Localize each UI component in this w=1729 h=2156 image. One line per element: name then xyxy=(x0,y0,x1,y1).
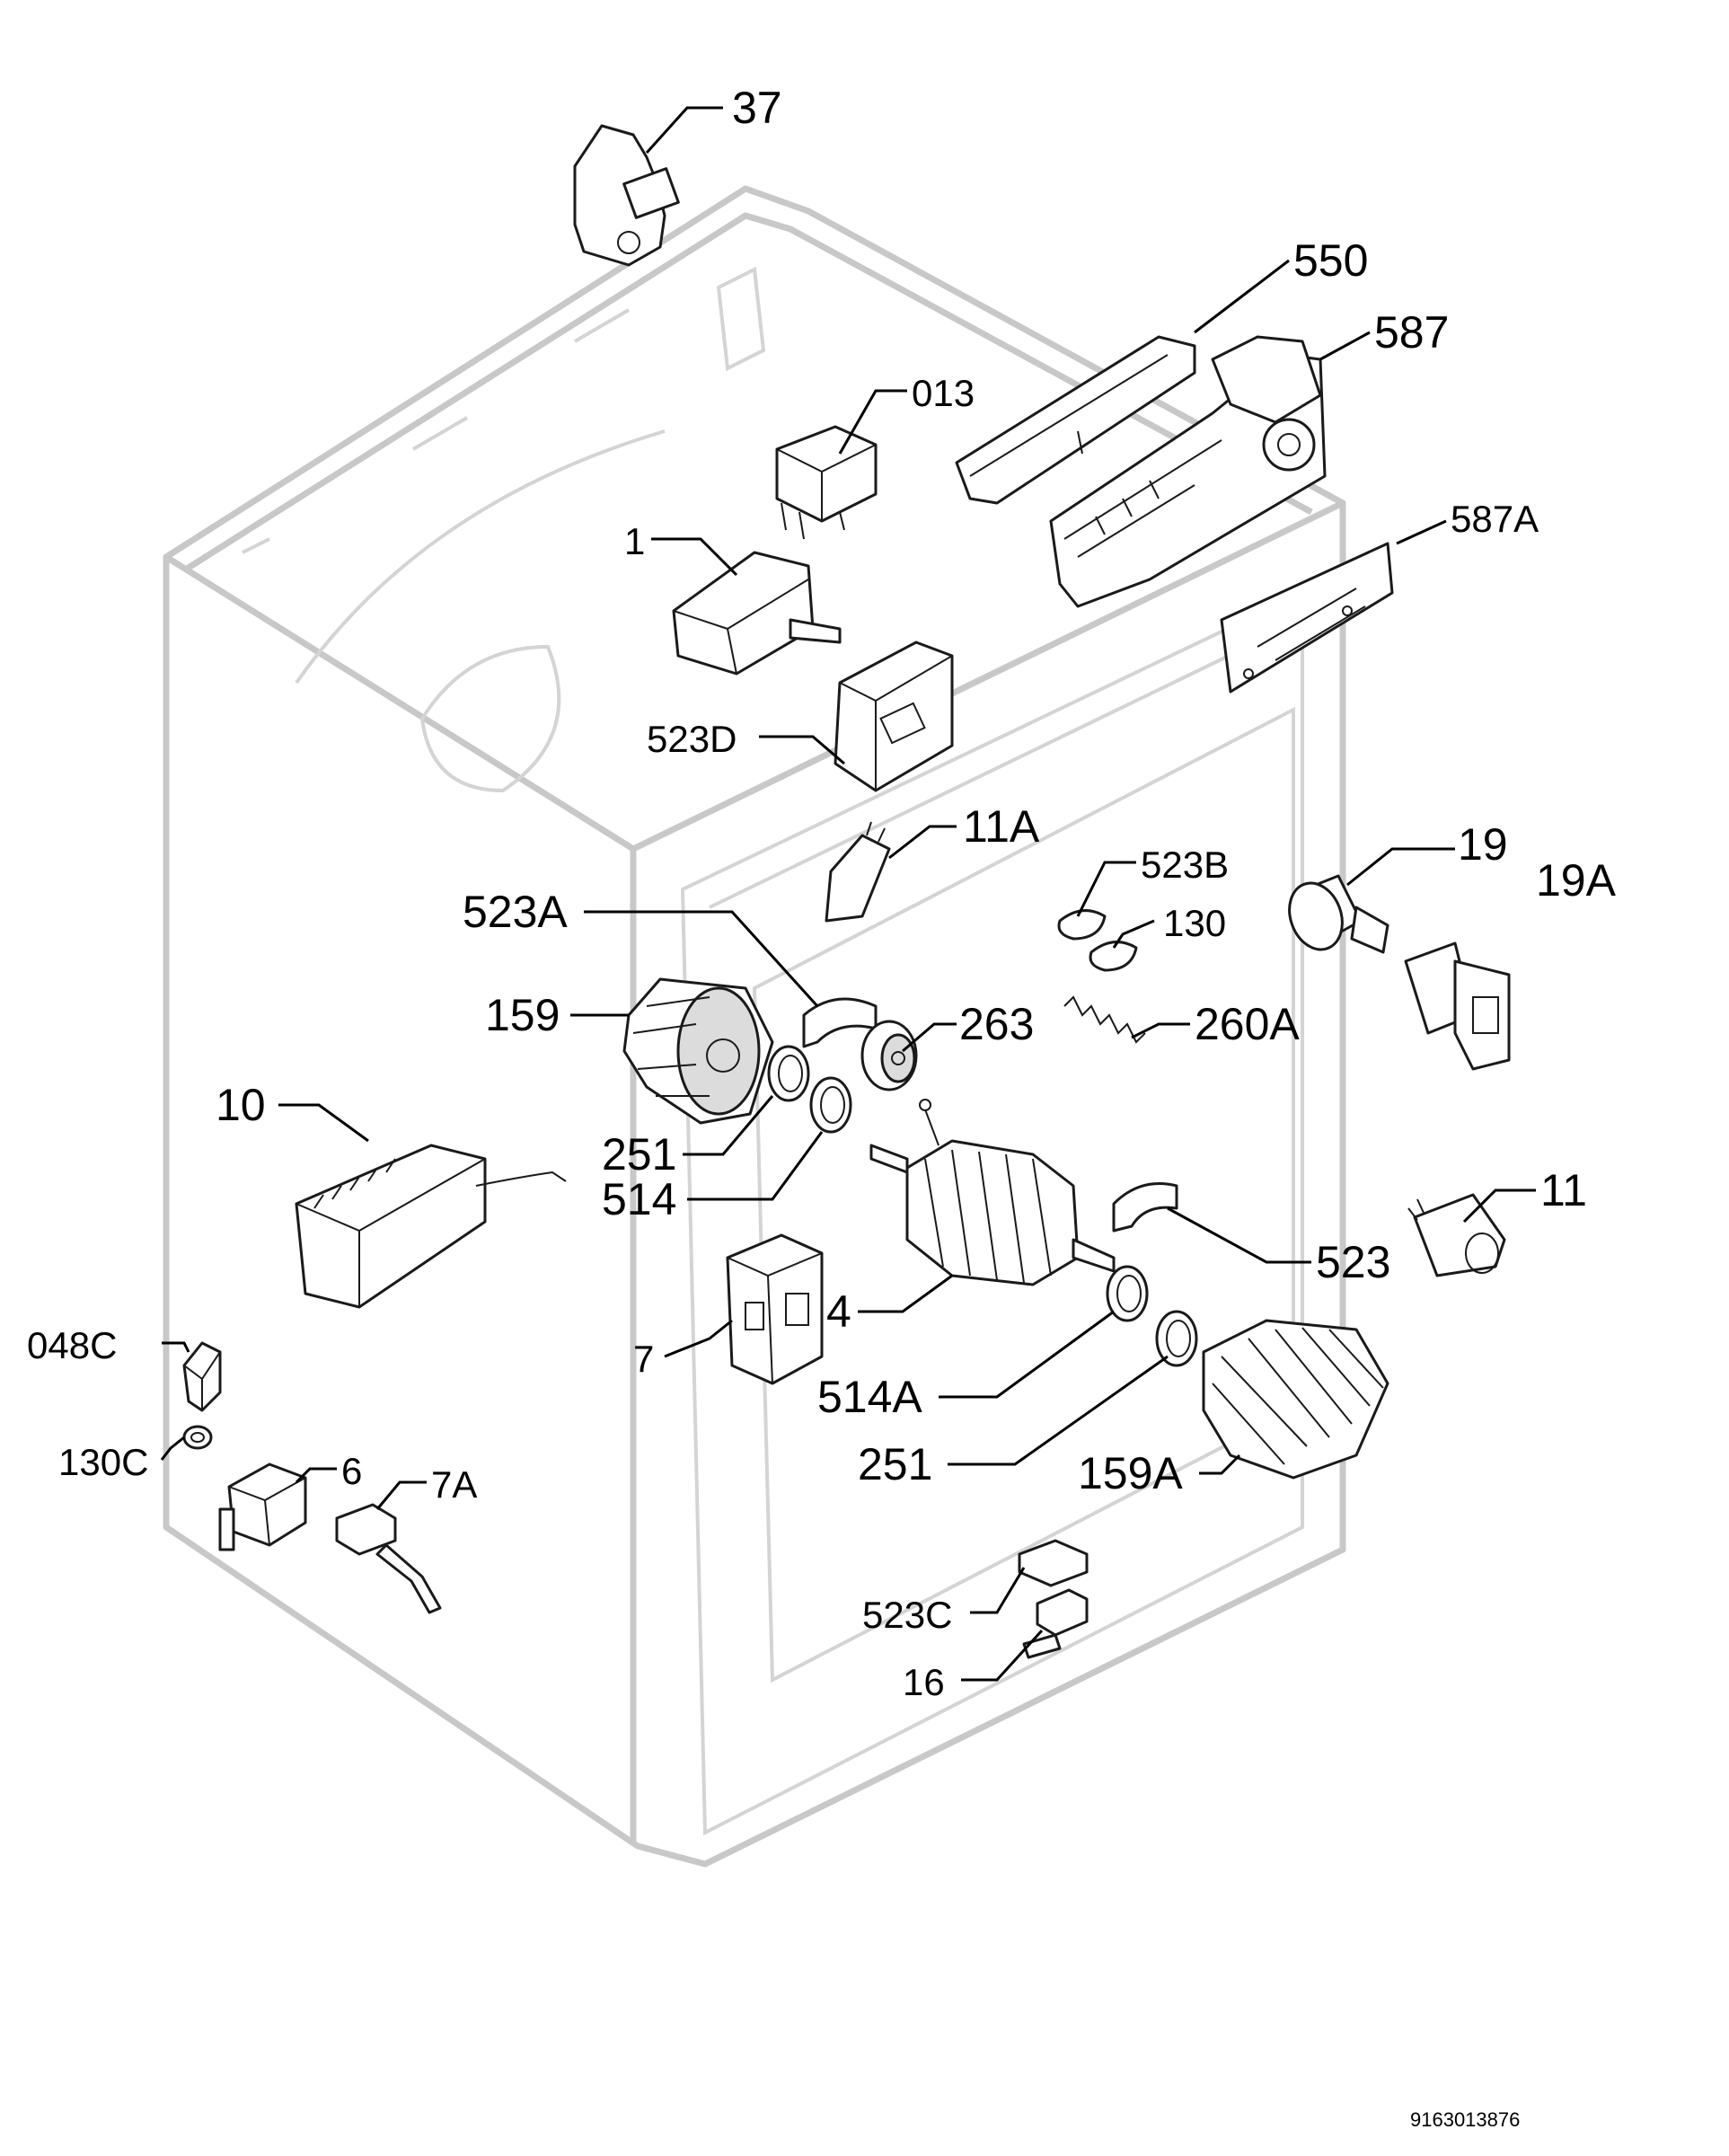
callout-550: 550 xyxy=(1293,235,1368,286)
callout-19a: 19A xyxy=(1536,855,1617,906)
part-19-sensor xyxy=(1288,874,1389,954)
part-048c-sensor xyxy=(182,1341,222,1412)
part-1-selector-switch xyxy=(672,551,842,676)
part-11-capacitor xyxy=(1407,1193,1506,1277)
part-260a-spring xyxy=(1063,995,1146,1044)
callout-260a: 260A xyxy=(1195,999,1300,1049)
part-130-washer xyxy=(1089,941,1138,972)
part-587-control-board xyxy=(1049,335,1327,608)
part-130c-grommet xyxy=(182,1425,213,1450)
part-11a-capacitor xyxy=(825,821,891,923)
part-514a-bearing-right xyxy=(1106,1265,1149,1322)
callout-523: 523 xyxy=(1316,1237,1390,1287)
part-523b-clip xyxy=(1057,909,1107,941)
document-number: 9163013876 xyxy=(1410,2108,1520,2131)
part-159-fan-wheel xyxy=(622,977,774,1125)
part-7a-microswitch xyxy=(335,1503,442,1614)
callout-048c: 048C xyxy=(27,1324,117,1366)
part-550-cover-rail xyxy=(955,335,1196,505)
part-6-valve xyxy=(218,1462,307,1551)
part-16-switch xyxy=(1022,1588,1089,1659)
part-10-heater-element xyxy=(295,1144,567,1309)
callout-159a: 159A xyxy=(1078,1448,1183,1498)
part-19a-sensor-housing xyxy=(1404,941,1511,1071)
callout-251-left: 251 xyxy=(602,1129,676,1180)
part-251-seal-left xyxy=(767,1045,810,1102)
callout-1: 1 xyxy=(624,520,645,562)
callout-7a: 7A xyxy=(431,1463,477,1506)
callout-6: 6 xyxy=(341,1450,362,1492)
part-37-door-lock xyxy=(573,124,680,267)
part-159a-blower-wheel xyxy=(1202,1319,1389,1480)
callout-587: 587 xyxy=(1374,307,1449,358)
callout-523d: 523D xyxy=(647,718,737,760)
callout-263: 263 xyxy=(959,999,1034,1049)
part-263-pulley xyxy=(860,1020,918,1091)
part-251-seal-right xyxy=(1155,1310,1198,1367)
part-514-bearing-left xyxy=(809,1076,852,1134)
callout-4: 4 xyxy=(826,1286,851,1337)
callout-130c: 130C xyxy=(58,1441,148,1483)
cabinet-outline xyxy=(163,185,1346,1868)
part-4-motor xyxy=(869,1099,1116,1286)
callout-16: 16 xyxy=(903,1661,945,1703)
callout-523b: 523B xyxy=(1141,844,1229,886)
callout-251-right: 251 xyxy=(858,1439,932,1489)
part-523d-bracket xyxy=(834,641,954,792)
callout-37: 37 xyxy=(732,83,782,133)
callout-7: 7 xyxy=(633,1338,654,1380)
callout-013: 013 xyxy=(912,372,975,414)
callout-10: 10 xyxy=(216,1080,266,1130)
part-523c-bracket xyxy=(1018,1539,1089,1587)
callout-11: 11 xyxy=(1540,1165,1587,1215)
leader-lines xyxy=(160,106,1536,1682)
callout-11a: 11A xyxy=(963,801,1040,852)
callout-587a: 587A xyxy=(1451,498,1539,540)
callout-523c: 523C xyxy=(862,1594,952,1636)
callout-130: 130 xyxy=(1163,902,1226,944)
part-587a-display-board xyxy=(1220,542,1394,694)
callout-523a: 523A xyxy=(463,887,568,937)
callout-514a: 514A xyxy=(817,1372,922,1422)
callout-19: 19 xyxy=(1458,819,1508,870)
callout-159: 159 xyxy=(485,990,560,1040)
part-7-timer xyxy=(726,1233,824,1385)
part-013-relay xyxy=(775,425,878,540)
callout-514: 514 xyxy=(602,1174,676,1224)
callout-labels: 37 550 587 013 587A 1 523D 11A 19 19A 52… xyxy=(27,83,1617,1703)
part-523-bracket-right xyxy=(1112,1182,1178,1233)
